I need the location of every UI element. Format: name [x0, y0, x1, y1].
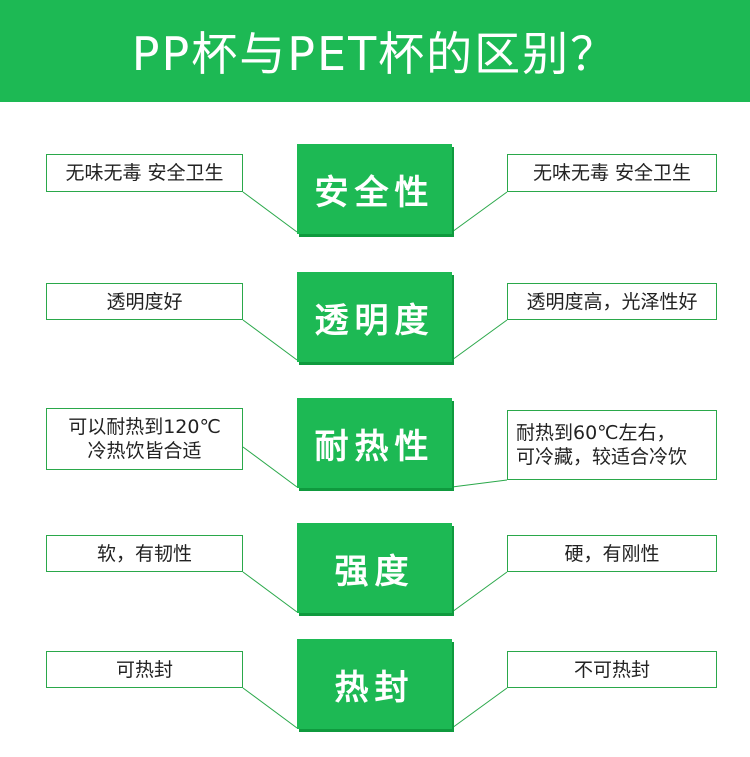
- pp-transparency-text: 透明度好: [106, 290, 183, 313]
- pp-heatseal-box: 可热封: [46, 651, 243, 688]
- pp-transparency-box: 透明度好: [46, 283, 243, 320]
- pet-safety-box: 无味无毒 安全卫生: [507, 154, 717, 192]
- property-transparency-label: 透明度: [314, 300, 435, 341]
- pet-strength-box: 硬，有刚性: [507, 535, 717, 572]
- page-title: PP杯与PET杯的区别？: [131, 27, 619, 81]
- pp-heatseal-text: 可热封: [115, 658, 173, 681]
- property-safety: 安全性: [297, 144, 452, 234]
- property-heat-resistance-label: 耐热性: [314, 426, 435, 467]
- pet-safety-text: 无味无毒 安全卫生: [532, 162, 692, 184]
- pp-safety-box: 无味无毒 安全卫生: [46, 154, 243, 192]
- title-banner: PP杯与PET杯的区别？: [0, 0, 750, 102]
- property-heatseal: 热封: [297, 639, 452, 729]
- property-strength: 强度: [297, 523, 452, 613]
- pp-strength-text: 软，有韧性: [96, 542, 192, 565]
- pp-safety-text: 无味无毒 安全卫生: [65, 162, 224, 184]
- pp-strength-box: 软，有韧性: [46, 535, 243, 572]
- pet-heat-resistance-box: 耐热到60℃左右， 可冷藏，较适合冷饮: [507, 410, 717, 480]
- pet-strength-text: 硬，有刚性: [564, 542, 660, 565]
- connector-right-heatseal: [451, 687, 508, 729]
- property-heat-resistance: 耐热性: [297, 398, 452, 488]
- property-strength-label: 强度: [334, 551, 415, 592]
- pet-transparency-text: 透明度高，光泽性好: [526, 290, 698, 313]
- pet-heat-resistance-text: 耐热到60℃左右， 可冷藏，较适合冷饮: [516, 422, 688, 468]
- connector-right-heat: [451, 479, 508, 488]
- connector-left-safety: [242, 191, 298, 233]
- connector-left-strength: [242, 571, 298, 613]
- connector-right-strength: [451, 571, 508, 613]
- connector-left-transparency: [242, 319, 298, 361]
- property-heatseal-label: 热封: [334, 667, 415, 708]
- connector-right-safety: [451, 191, 508, 233]
- connector-left-heatseal: [242, 687, 298, 729]
- property-safety-label: 安全性: [314, 172, 435, 213]
- pet-heatseal-box: 不可热封: [507, 651, 717, 688]
- connector-left-heat: [242, 446, 298, 488]
- pp-heat-resistance-box: 可以耐热到120℃ 冷热饮皆合适: [46, 408, 243, 470]
- pp-heat-resistance-text: 可以耐热到120℃ 冷热饮皆合适: [68, 416, 221, 462]
- pet-heatseal-text: 不可热封: [573, 658, 650, 681]
- connector-right-transparency: [451, 319, 508, 361]
- pet-transparency-box: 透明度高，光泽性好: [507, 283, 717, 320]
- property-transparency: 透明度: [297, 272, 452, 362]
